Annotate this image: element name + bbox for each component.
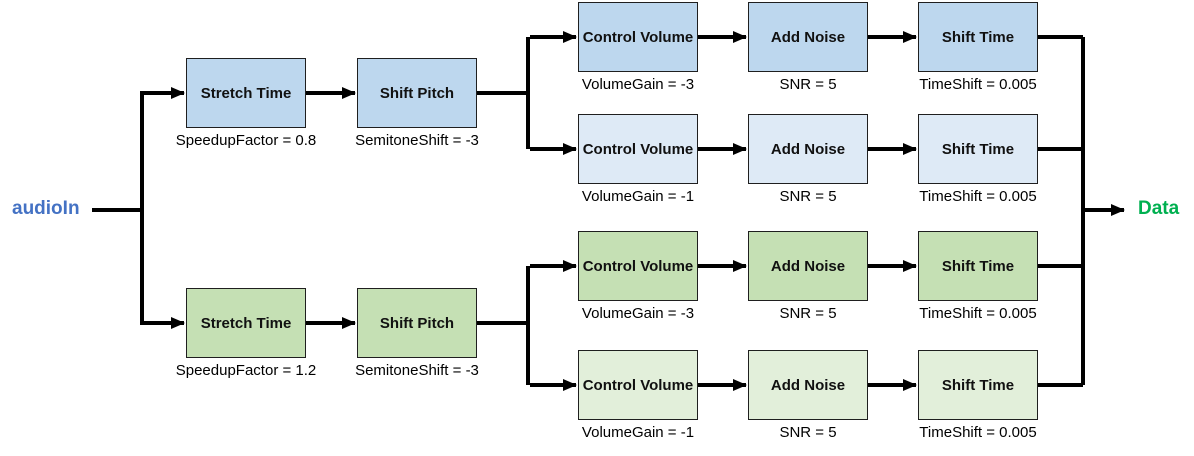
block-caption: SemitoneShift = -3 [355, 132, 479, 149]
block-control-volume-row2: Control Volume VolumeGain = -1 [578, 114, 698, 205]
block-caption: SpeedupFactor = 1.2 [175, 362, 317, 379]
block-caption: SemitoneShift = -3 [355, 362, 479, 379]
block-add-noise-row3: Add Noise SNR = 5 [748, 231, 868, 322]
block-shift-time-row3: Shift Time TimeShift = 0.005 [918, 231, 1038, 322]
block-caption: TimeShift = 0.005 [919, 424, 1037, 441]
block-caption: SNR = 5 [779, 424, 837, 441]
block-box: Stretch Time [186, 288, 306, 358]
block-shift-time-row1: Shift Time TimeShift = 0.005 [918, 2, 1038, 93]
block-box: Control Volume [578, 2, 698, 72]
block-shift-pitch-blue: Shift Pitch SemitoneShift = -3 [355, 58, 479, 149]
block-box: Add Noise [748, 350, 868, 420]
block-box: Control Volume [578, 350, 698, 420]
block-shift-time-row4: Shift Time TimeShift = 0.005 [918, 350, 1038, 441]
block-control-volume-row4: Control Volume VolumeGain = -1 [578, 350, 698, 441]
block-caption: VolumeGain = -1 [581, 424, 695, 441]
block-box: Stretch Time [186, 58, 306, 128]
block-caption: SNR = 5 [779, 188, 837, 205]
block-add-noise-row2: Add Noise SNR = 5 [748, 114, 868, 205]
wire-trunk-top [140, 87, 185, 210]
block-add-noise-row1: Add Noise SNR = 5 [748, 2, 868, 93]
block-shift-pitch-green: Shift Pitch SemitoneShift = -3 [355, 288, 479, 379]
block-box: Shift Pitch [357, 288, 477, 358]
block-box: Control Volume [578, 114, 698, 184]
block-control-volume-row1: Control Volume VolumeGain = -3 [578, 2, 698, 93]
block-add-noise-row4: Add Noise SNR = 5 [748, 350, 868, 441]
block-box: Shift Pitch [357, 58, 477, 128]
block-box: Add Noise [748, 231, 868, 301]
block-box: Shift Time [918, 2, 1038, 72]
block-caption: SNR = 5 [779, 305, 837, 322]
block-caption: SNR = 5 [779, 76, 837, 93]
block-shift-time-row2: Shift Time TimeShift = 0.005 [918, 114, 1038, 205]
block-caption: TimeShift = 0.005 [919, 76, 1037, 93]
block-control-volume-row3: Control Volume VolumeGain = -3 [578, 231, 698, 322]
block-box: Shift Time [918, 114, 1038, 184]
block-stretch-time-blue: Stretch Time SpeedupFactor = 0.8 [176, 58, 316, 149]
block-caption: VolumeGain = -3 [581, 76, 695, 93]
block-box: Control Volume [578, 231, 698, 301]
block-caption: TimeShift = 0.005 [919, 305, 1037, 322]
block-box: Shift Time [918, 350, 1038, 420]
output-terminal-data: Data [1138, 198, 1180, 219]
input-terminal-audioin: audioIn [12, 198, 80, 219]
block-box: Add Noise [748, 114, 868, 184]
wire-trunk-bottom [140, 210, 185, 329]
block-box: Add Noise [748, 2, 868, 72]
block-caption: VolumeGain = -3 [581, 305, 695, 322]
block-box: Shift Time [918, 231, 1038, 301]
block-stretch-time-green: Stretch Time SpeedupFactor = 1.2 [176, 288, 316, 379]
block-caption: TimeShift = 0.005 [919, 188, 1037, 205]
block-caption: SpeedupFactor = 0.8 [175, 132, 317, 149]
block-caption: VolumeGain = -1 [581, 188, 695, 205]
